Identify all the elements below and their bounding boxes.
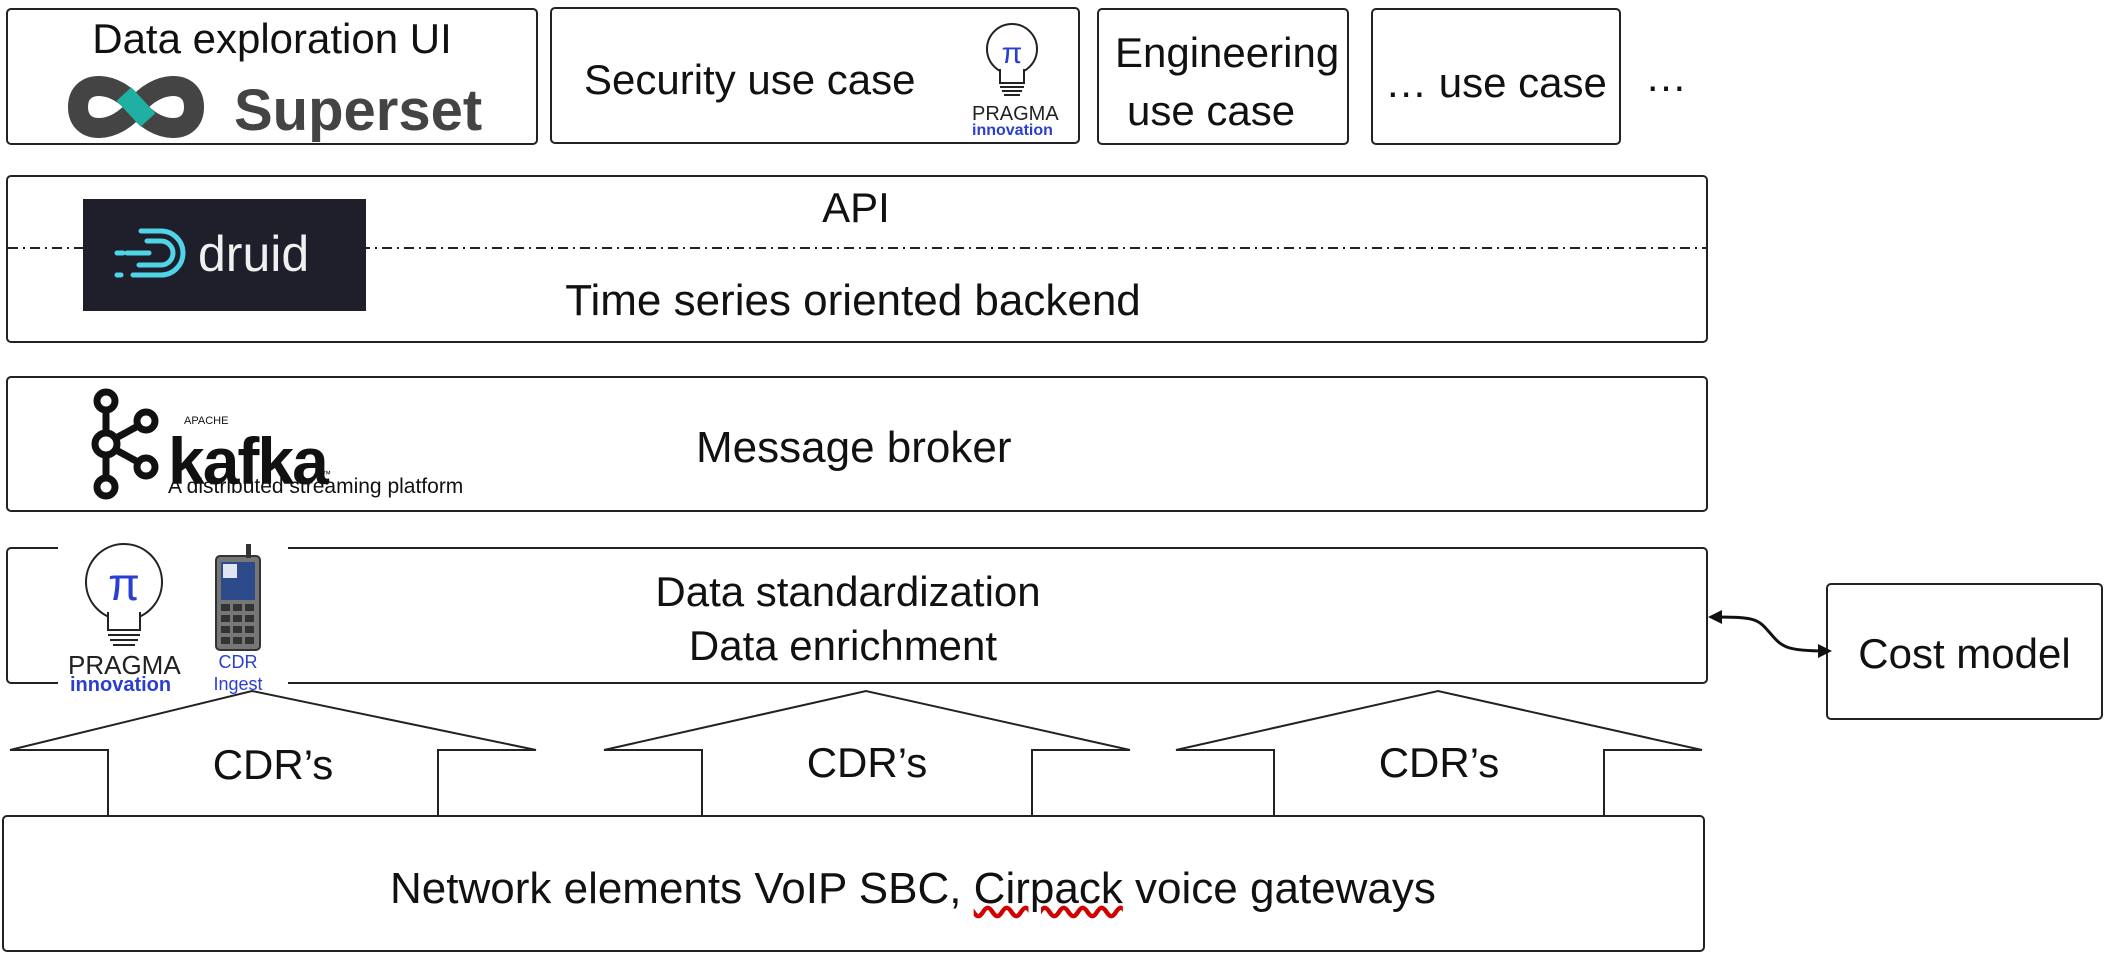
engineering-line2: use case xyxy=(1127,87,1296,134)
message-broker-label: Message broker xyxy=(696,423,1012,472)
ingest-label: Ingest xyxy=(213,674,263,694)
other-use-case-box: … use case xyxy=(1371,8,1621,145)
superset-logo-icon xyxy=(67,76,205,138)
security-use-case-box: Security use case π PRAGMA innovation xyxy=(550,7,1080,144)
cost-model-box: Cost model xyxy=(1826,583,2103,720)
druid-logo-icon xyxy=(114,228,186,278)
cdr-label: CDR xyxy=(218,652,258,672)
cdr-arrow-label-2: CDR’s xyxy=(806,739,928,786)
api-divider xyxy=(8,247,1706,249)
data-exploration-title: Data exploration UI xyxy=(92,15,452,62)
kafka-trademark: ™ xyxy=(322,469,331,479)
cirpack-word: Cirpack xyxy=(973,864,1123,913)
druid-logo: druid xyxy=(83,199,366,311)
superset-use-case-box: Data exploration UI Superset xyxy=(6,8,538,145)
data-enrichment-label: Data enrichment xyxy=(688,622,998,669)
druid-logo-text: druid xyxy=(198,226,310,282)
kafka-logo-text: kafka xyxy=(168,424,329,498)
bidirectional-connector xyxy=(1708,610,1832,658)
data-standardization-label: Data standardization xyxy=(655,568,1041,615)
pragma-word: PRAGMA xyxy=(68,650,181,680)
cdr-arrow-label-3: CDR’s xyxy=(1378,739,1500,786)
pragma-cdr-badge: π PRAGMA innovation CDR Ingest xyxy=(58,540,288,695)
engineering-line1: Engineering xyxy=(1115,29,1340,76)
network-elements-layer: Network elements VoIP SBC, Cirpack voice… xyxy=(2,815,1705,952)
cdr-arrow-label-1: CDR’s xyxy=(212,741,334,788)
phone-icon xyxy=(215,544,261,651)
kafka-tagline: A distributed streaming platform xyxy=(168,475,464,498)
pragma-pi-glyph: π xyxy=(108,558,140,610)
innovation-word: innovation xyxy=(70,674,172,696)
cdr-arrow-2 xyxy=(603,689,1131,817)
backend-label: Time series oriented backend xyxy=(565,276,1141,325)
pragma-lightbulb-icon: π xyxy=(85,543,163,646)
pragma-word-small: PRAGMA xyxy=(972,103,1059,125)
kafka-apache-label: APACHE xyxy=(184,415,229,427)
api-label: API xyxy=(822,184,890,231)
innovation-word-small: innovation xyxy=(972,122,1053,139)
more-use-cases-ellipsis: … xyxy=(1645,53,1687,100)
pragma-lightbulb-icon: π xyxy=(986,23,1038,96)
engineering-use-case-box: Engineering use case xyxy=(1097,8,1349,145)
other-use-case-label: … use case xyxy=(1385,59,1607,106)
network-elements-prefix: Network elements VoIP SBC, xyxy=(390,864,974,913)
superset-logo-text: Superset xyxy=(234,78,483,143)
cdr-arrows xyxy=(9,689,1703,817)
cost-model-label: Cost model xyxy=(1858,630,2071,677)
cdr-arrow-1 xyxy=(9,689,537,817)
pragma-pi-glyph: π xyxy=(1002,37,1023,70)
kafka-logo-icon xyxy=(91,388,159,500)
cdr-arrow-3 xyxy=(1175,689,1703,817)
network-elements-label: Network elements VoIP SBC, Cirpack voice… xyxy=(390,867,1436,911)
api-backend-layer: API Time series oriented backend druid xyxy=(6,175,1708,343)
message-broker-layer: APACHE kafka ™ A distributed streaming p… xyxy=(6,376,1708,512)
processing-layer: Data standardization Data enrichment xyxy=(6,547,1708,684)
network-elements-suffix: voice gateways xyxy=(1122,864,1436,913)
security-use-case-label: Security use case xyxy=(584,56,916,103)
